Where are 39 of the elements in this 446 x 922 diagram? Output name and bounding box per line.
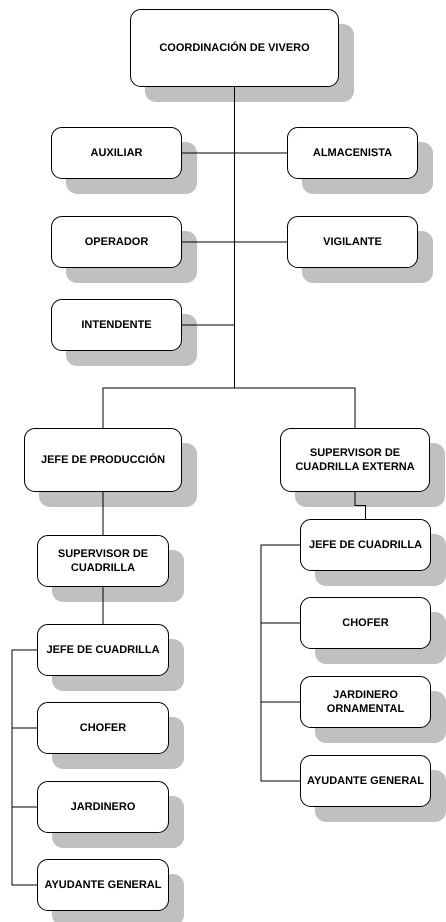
position-title: JARDINERO ORNAMENTAL [326,688,406,716]
position-title: ALMACENISTA [312,146,392,160]
position-title: AUXILIAR [90,146,142,160]
position-title: SUPERVISOR DE CUADRILLA [56,547,150,575]
position-title: JEFE DE CUADRILLA [46,643,160,657]
position-title: JEFE DE PRODUCCIÓN [40,453,166,467]
position-box [280,428,430,492]
position-title: CHOFER [342,616,389,630]
position-title: CHOFER [80,721,126,735]
position-box [287,216,418,268]
position-box [300,597,431,649]
position-title: VIGILANTE [323,235,382,249]
position-box [51,216,182,268]
position-box [24,428,182,492]
position-box [300,519,431,571]
position-box [37,624,169,676]
connector-line [12,650,38,886]
position-title: SUPERVISOR DE CUADRILLA EXTERNA [294,446,416,474]
position-box [51,299,182,351]
connector-line [102,492,104,536]
position-box [37,781,169,833]
position-box [37,859,169,911]
position-title: INTENDENTE [81,318,152,332]
position-box [300,676,431,728]
position-title: JEFE DE CUADRILLA [308,538,422,552]
position-title: OPERADOR [84,235,148,249]
connector-line [354,492,366,520]
position-box [300,755,431,807]
position-box [51,127,182,179]
connector-line [102,586,104,624]
position-title: AYUDANTE GENERAL [307,774,424,788]
position-box [287,127,418,179]
position-box [130,9,339,87]
position-title: COORDINACIÓN DE VIVERO [159,41,310,55]
position-title: AYUDANTE GENERAL [44,878,162,892]
position-box [37,702,169,754]
position-title: JARDINERO [70,800,136,814]
connector-line [260,544,300,782]
position-box [37,535,169,587]
